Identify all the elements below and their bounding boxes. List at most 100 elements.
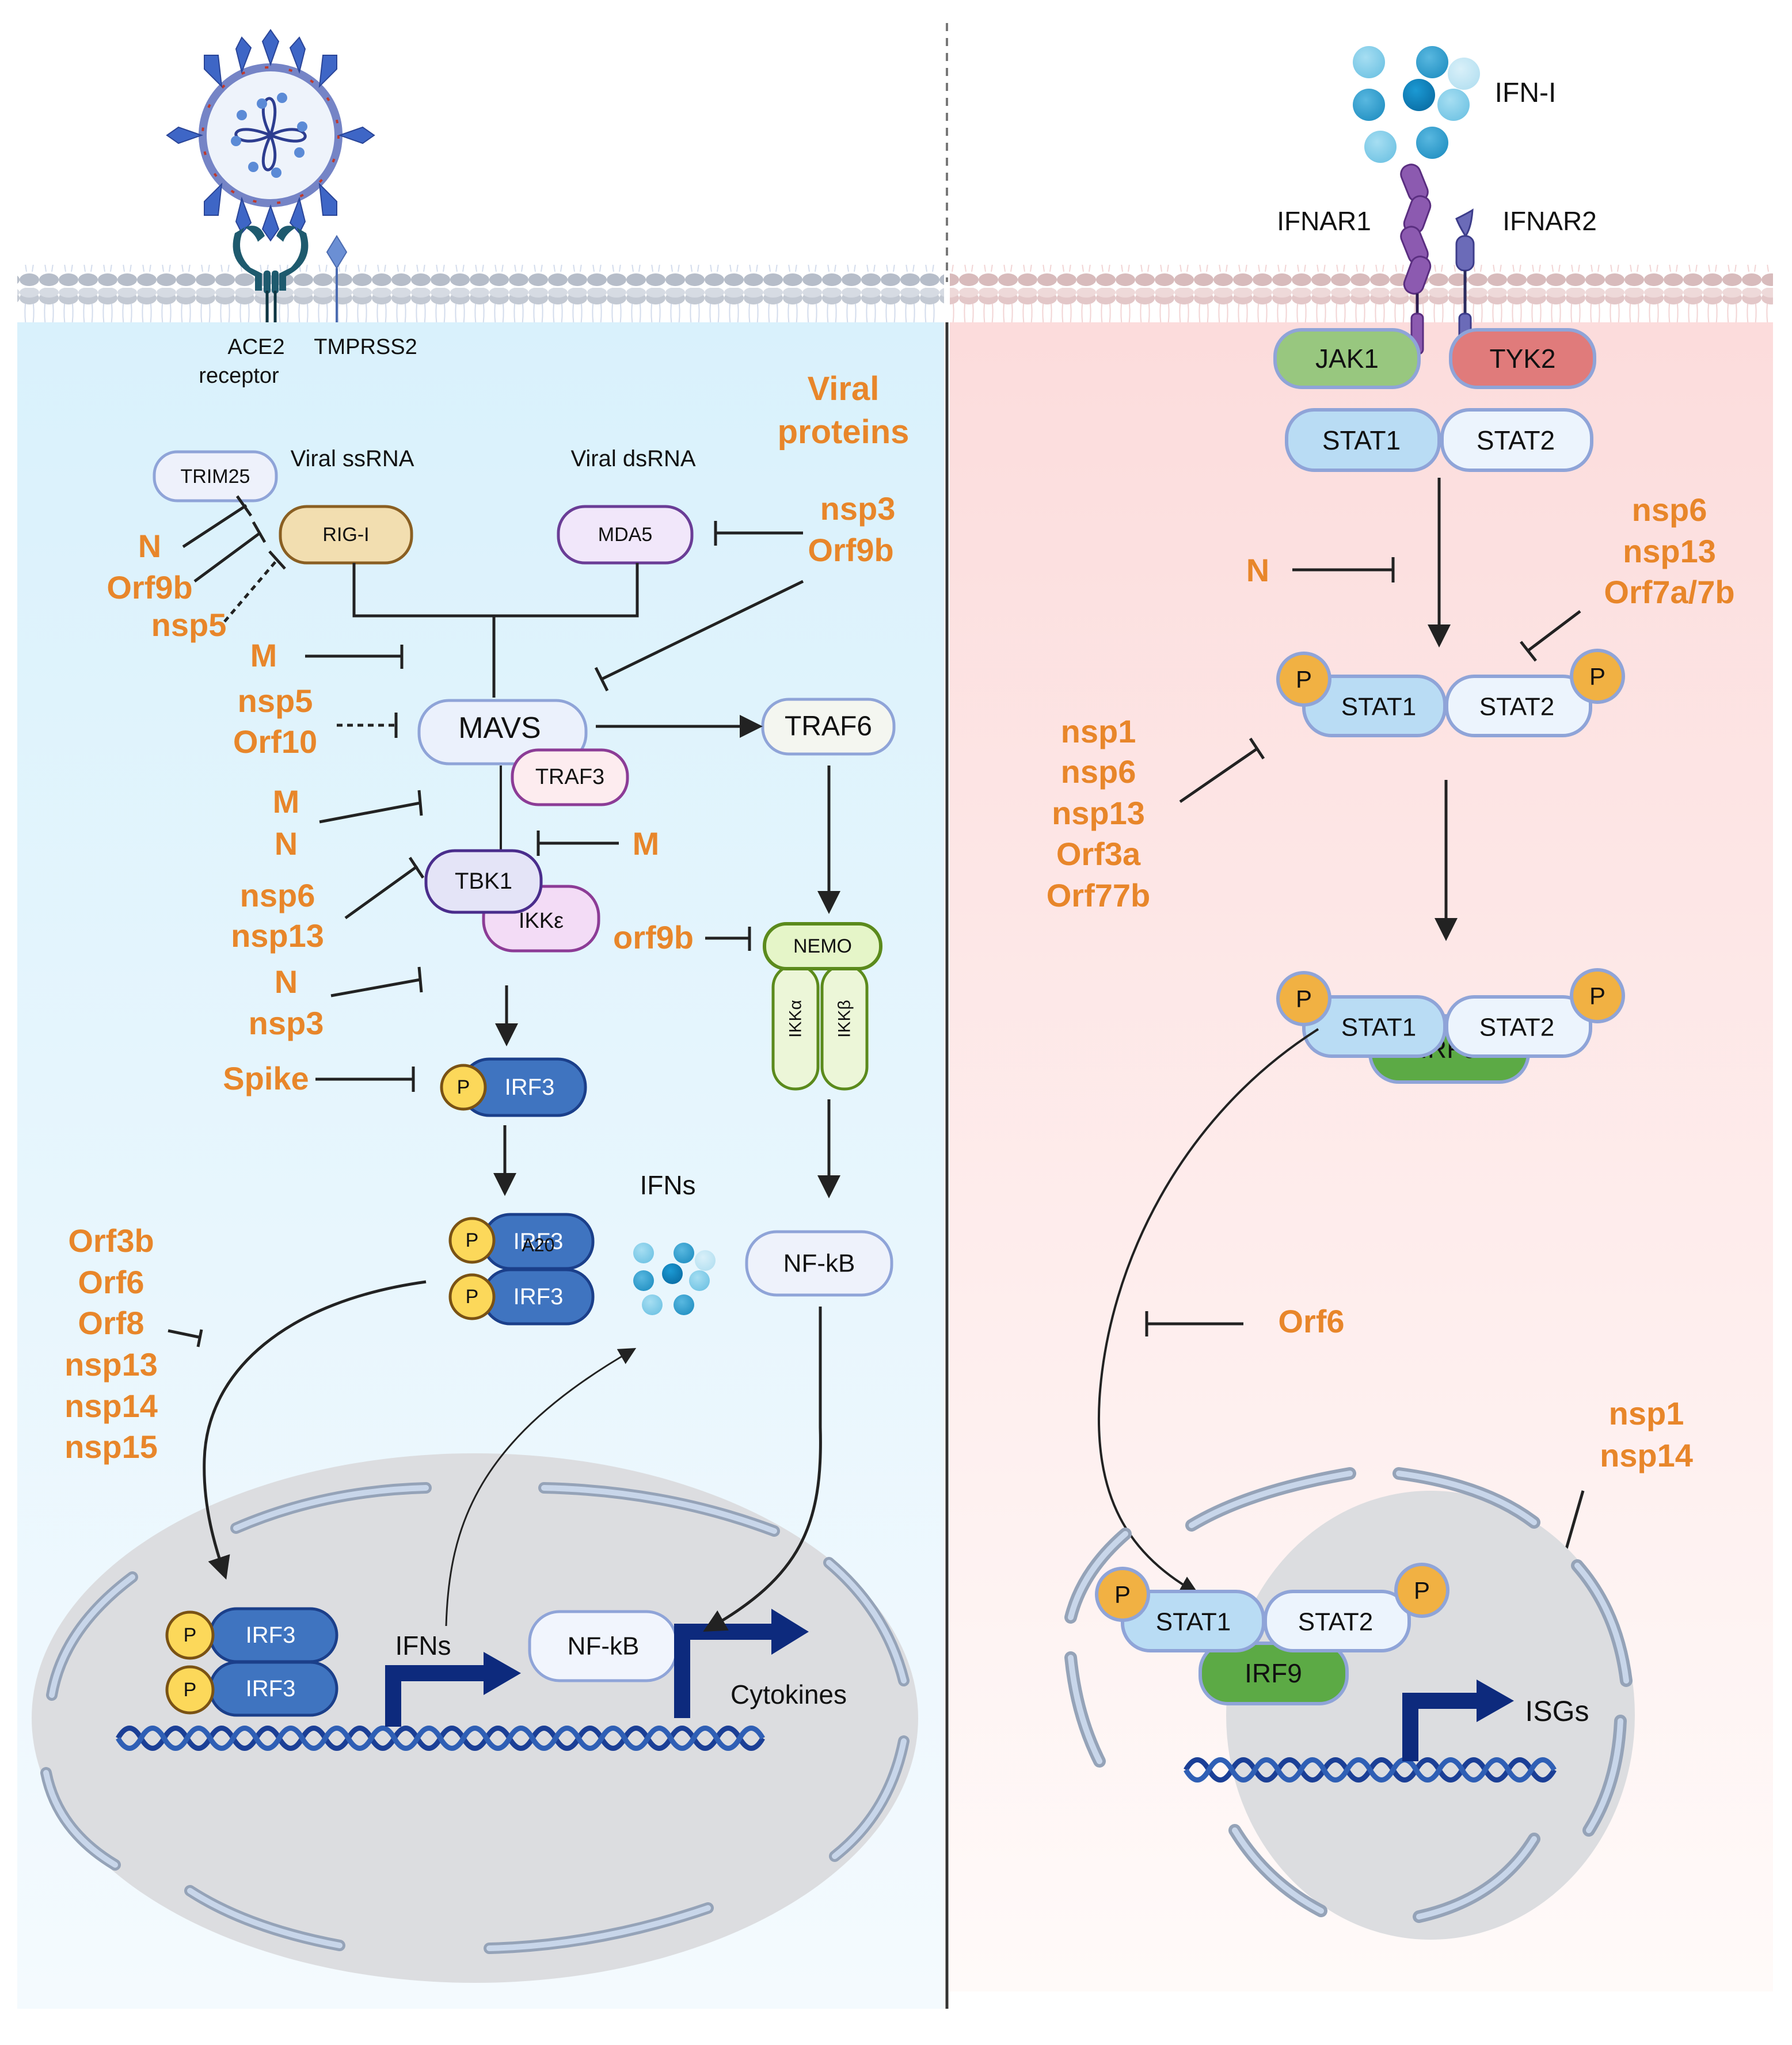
nfkb-cytoplasm-node[interactable]: NF-kB: [745, 1230, 893, 1297]
viral-dsrna-label: Viral dsRNA: [570, 446, 695, 471]
orf9b-rigi-inhibition: [193, 531, 262, 583]
svg-text:MDA5: MDA5: [598, 524, 652, 546]
ace2-receptor-icon: [233, 226, 309, 322]
stat1-stat2-inactive-node[interactable]: STAT1 STAT2: [1285, 408, 1593, 472]
svg-text:nsp14: nsp14: [1600, 1437, 1693, 1473]
nfkb-nuclear-import-arrow: [703, 1307, 822, 1632]
nsp3-orf9b-mavs-inhibition: [600, 580, 804, 681]
isgf3-nucleus-node[interactable]: IRF9 STAT1 STAT2 P P: [1095, 1563, 1449, 1705]
ace2-label: ACE2: [227, 335, 284, 359]
orf9b-rigi-inhibitor-text: Orf9b: [106, 569, 192, 605]
ifnar1-receptor-icon: [1400, 163, 1432, 355]
svg-text:MAVS: MAVS: [458, 711, 541, 745]
mavs-node[interactable]: MAVS: [417, 699, 588, 766]
orf10-mavs-inhibitor-text: Orf10: [233, 723, 317, 760]
nemo-node[interactable]: NEMO: [763, 922, 882, 970]
traf6-node[interactable]: TRAF6: [761, 698, 896, 756]
trim25-node[interactable]: TRIM25: [153, 450, 278, 502]
isgf3-nuclear-import-arrow: [1098, 1028, 1319, 1594]
m-tbk1-inhibitor-text: M: [633, 825, 660, 862]
phospho-badge: [1394, 1563, 1449, 1618]
svg-text:Orf6: Orf6: [78, 1264, 144, 1300]
cytokine-gene-arrowhead: [771, 1609, 809, 1655]
orf9b-rigi-inhibition-bar: [252, 521, 267, 543]
svg-text:nsp15: nsp15: [64, 1429, 158, 1465]
svg-text:NF-kB: NF-kB: [568, 1632, 640, 1661]
phospho-badge: [165, 1610, 215, 1660]
rig-i-node[interactable]: RIG-I: [279, 505, 413, 565]
svg-text:TRIM25: TRIM25: [181, 466, 250, 488]
ifn-gene-promoter-arrow: [385, 1665, 484, 1727]
nsp6-nsp13-tbk1-inhibition: [344, 865, 418, 920]
ifn-secretion-arrow: [445, 1348, 637, 1627]
stat2-inhibitors-list: nsp6 nsp13 Orf7a/7b: [1604, 492, 1734, 610]
dna-helix-left-icon: [116, 1726, 765, 1751]
ifnar1-label: IFNAR1: [1277, 206, 1371, 236]
isgf3-complex-node[interactable]: IRF9 STAT1 STAT2 P P: [1276, 968, 1625, 1084]
svg-text:Orf3b: Orf3b: [68, 1223, 154, 1259]
stat1-inhibitors-list: nsp1 nsp6 nsp13 Orf3a Orf77b: [1047, 713, 1151, 913]
orf9b-mda5-inhibitor-text: Orf9b: [808, 532, 893, 568]
nsp5-rigi-inhibitor-text: nsp5: [151, 607, 227, 643]
svg-text:RIG-I: RIG-I: [322, 524, 369, 546]
svg-text:STAT2: STAT2: [1298, 1608, 1373, 1636]
svg-text:nsp13: nsp13: [1623, 533, 1716, 569]
orf6-import-inhibitor-text: Orf6: [1278, 1303, 1344, 1339]
tbk1-node[interactable]: TBK1: [424, 849, 543, 914]
nuclear-import-inhibition-bar: [196, 1329, 203, 1347]
svg-text:STAT1: STAT1: [1322, 425, 1401, 455]
nsp5-mavs-inhibitor-text: nsp5: [238, 683, 313, 719]
ikka-node[interactable]: IKKα: [771, 964, 820, 1091]
cell-membrane-right: [950, 265, 1773, 322]
isg-inhibitors-list: nsp1 nsp14: [1600, 1395, 1693, 1473]
n-nsp3-ikke-inhibition-bar: [417, 966, 423, 993]
svg-text:STAT1: STAT1: [1156, 1608, 1231, 1636]
tyk2-node[interactable]: TYK2: [1449, 328, 1596, 389]
phospho-badge: [1276, 971, 1331, 1026]
jak1-node[interactable]: JAK1: [1273, 328, 1421, 389]
irf3-dimer-nucleus-node[interactable]: IRF3 IRF3 P P: [165, 1607, 338, 1717]
phospho-badge: [448, 1217, 496, 1264]
phospho-badge: [448, 1273, 496, 1320]
svg-text:P: P: [1589, 663, 1605, 690]
svg-text:IKKε: IKKε: [519, 909, 564, 933]
stat1-inhibition: [1179, 747, 1259, 803]
svg-text:TRAF6: TRAF6: [785, 711, 872, 742]
ace2-receptor-label: receptor: [199, 364, 279, 388]
viral-ssrna-label: Viral ssRNA: [291, 446, 414, 471]
nsp3-ikke-inhibitor-text: nsp3: [249, 1005, 324, 1041]
svg-text:P: P: [184, 1679, 197, 1701]
svg-text:STAT1: STAT1: [1341, 693, 1416, 721]
stat-dimer-phospho-node[interactable]: STAT1 STAT2 P P: [1276, 649, 1625, 737]
stat1-inhibition-bar: [1249, 737, 1265, 760]
svg-text:nsp1: nsp1: [1061, 713, 1136, 749]
phospho-badge: [165, 1665, 215, 1715]
svg-text:nsp13: nsp13: [1052, 795, 1145, 831]
n-trim25-inhibition: [182, 504, 248, 549]
irf3-dimer-node[interactable]: IRF3 A20 IRF3 P P: [448, 1213, 595, 1326]
svg-text:IRF3: IRF3: [513, 1284, 564, 1309]
svg-text:IRF3: IRF3: [246, 1676, 296, 1701]
nfkb-nucleus-node[interactable]: NF-kB: [528, 1610, 678, 1682]
a20-label: A20: [522, 1235, 555, 1255]
svg-text:nsp13: nsp13: [64, 1346, 158, 1383]
ifn-gene-arrowhead: [484, 1652, 521, 1695]
svg-text:P: P: [1589, 982, 1605, 1010]
isg-gene-promoter-arrow: [1402, 1693, 1477, 1761]
irf3-phospho-node[interactable]: IRF3 P: [440, 1057, 587, 1117]
phospho-badge: [1570, 968, 1625, 1023]
svg-text:nsp14: nsp14: [64, 1388, 158, 1424]
svg-text:TRAF3: TRAF3: [535, 765, 604, 789]
svg-text:IRF9: IRF9: [1245, 1658, 1302, 1688]
ikkb-node[interactable]: IKKβ: [820, 964, 869, 1091]
svg-text:P: P: [457, 1076, 470, 1098]
spike-irf3-inhibitor-text: Spike: [223, 1060, 309, 1096]
mda5-node[interactable]: MDA5: [557, 505, 694, 565]
svg-text:JAK1: JAK1: [1315, 344, 1379, 374]
traf3-node[interactable]: TRAF3: [511, 748, 629, 806]
cell-membrane-left: [17, 265, 944, 322]
svg-text:IKKβ: IKKβ: [835, 1000, 854, 1038]
nsp5-rigi-dashed-inhibition: [223, 558, 279, 623]
svg-text:IRF3: IRF3: [513, 1229, 564, 1254]
